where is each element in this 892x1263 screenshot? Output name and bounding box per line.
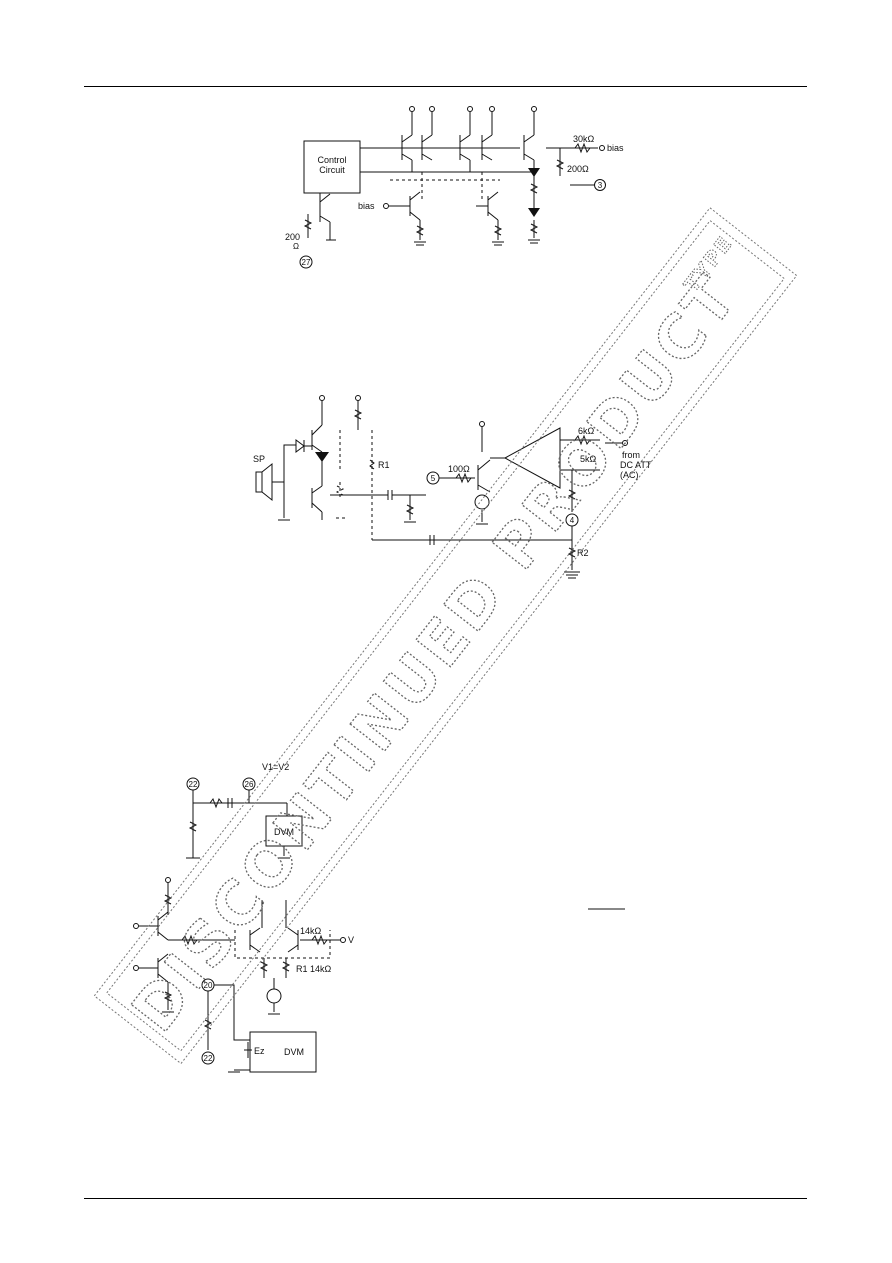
current-source <box>474 494 490 510</box>
opamp-triangle <box>503 427 561 489</box>
circuit-control-bias: Control Circuit 30kΩ b <box>285 106 624 269</box>
control-circuit-box <box>303 140 361 194</box>
ac-label: (AC) <box>620 470 639 480</box>
svg-text:DVM: DVM <box>284 1047 304 1057</box>
discontinued-watermark: DISCONTINUED PRODUCT TYPE <box>93 207 798 1065</box>
watermark-main: DISCONTINUED PRODUCT <box>119 262 752 1045</box>
sp-label: SP <box>253 454 265 464</box>
diode-2 <box>528 208 540 217</box>
header-rule <box>84 86 807 87</box>
svg-text:22: 22 <box>189 780 198 789</box>
control-label-1: Control <box>317 155 346 165</box>
r-200-right-label: 200Ω <box>567 164 589 174</box>
r1-label: R1 <box>378 460 390 470</box>
r2-label: R2 <box>577 548 589 558</box>
r-30k-label: 30kΩ <box>573 134 595 144</box>
bias-left-label: bias <box>358 201 375 211</box>
footer-rule <box>84 1198 807 1199</box>
from-label: from <box>622 450 640 460</box>
pin-3 <box>594 179 606 191</box>
svg-text:5: 5 <box>431 474 436 483</box>
dc-att-label: DC ATT <box>620 460 652 470</box>
control-label-2: Circuit <box>319 165 345 175</box>
r-6k-label: 6kΩ <box>578 426 595 436</box>
current-source-2 <box>266 988 282 1004</box>
r-14k-a-label: 14kΩ <box>300 926 322 936</box>
transistor-array <box>360 134 535 212</box>
pin-22-bottom <box>201 1051 215 1065</box>
speaker-icon <box>255 462 273 502</box>
svg-text:4: 4 <box>570 516 575 525</box>
svg-text:20: 20 <box>204 981 213 990</box>
diode-1 <box>528 168 540 177</box>
r-200-left-label: 200 <box>285 232 300 242</box>
svg-text:26: 26 <box>245 780 254 789</box>
svg-text:3: 3 <box>598 181 603 190</box>
pin-27 <box>299 255 313 269</box>
r1-14k-label: R1 14kΩ <box>296 964 332 974</box>
circuit-amplifier-feedback: SP R1 5 100Ω 6kΩ 5kΩ from DC ATT (AC) <box>253 395 652 579</box>
svg-text:DVM: DVM <box>274 827 294 837</box>
bias-right-label: bias <box>607 143 624 153</box>
v-out-label: V <box>348 935 354 945</box>
svg-text:Ω: Ω <box>293 242 299 251</box>
svg-text:22: 22 <box>204 1054 213 1063</box>
r-100-label: 100Ω <box>448 464 470 474</box>
dvm-box-2 <box>249 1031 317 1073</box>
r-5k-label: 5kΩ <box>580 454 597 464</box>
v1v2-label: V1=V2 <box>262 762 289 772</box>
circuit-dvm-measure: V1=V2 22 26 DVM <box>186 762 303 859</box>
svg-text:27: 27 <box>302 258 311 267</box>
supply-terminals <box>409 106 537 135</box>
ez-label: Ez <box>254 1046 265 1056</box>
